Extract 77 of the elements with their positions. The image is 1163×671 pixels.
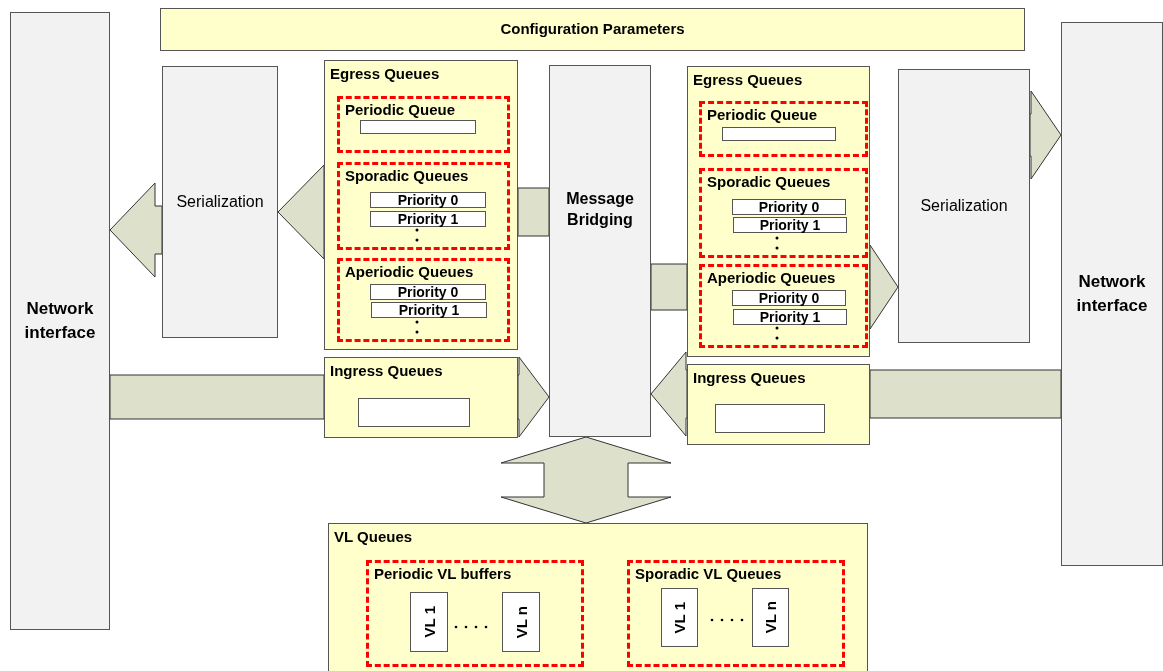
group-heading: Periodic VL buffers	[374, 564, 513, 584]
block-label: Network interface	[1075, 271, 1149, 317]
slot-label: Priority 1	[397, 212, 459, 226]
block-arrow	[517, 356, 550, 438]
block-arrow	[869, 369, 1062, 419]
serialization-block	[162, 66, 278, 338]
block-label: Network interface	[23, 298, 97, 344]
block-arrow	[1029, 90, 1062, 180]
panel-heading: Ingress Queues	[693, 368, 807, 388]
vl-label: VL 1	[672, 601, 687, 634]
group-heading: Aperiodic Queues	[707, 268, 837, 288]
slot-label: Priority 1	[759, 310, 821, 324]
block-label: Serialization	[176, 192, 264, 212]
block-label: Message Bridging	[565, 189, 635, 230]
slot-label: Priority 0	[758, 200, 820, 214]
panel-heading: Egress Queues	[693, 70, 804, 90]
slot-label: Priority 1	[759, 218, 821, 232]
queue-panel	[324, 60, 518, 350]
vl-buffer	[502, 592, 540, 652]
group-heading: Periodic Queue	[707, 105, 819, 125]
buffer-slot	[722, 127, 836, 141]
queue-group	[699, 264, 868, 348]
queue-panel	[324, 357, 518, 438]
queue-group	[337, 162, 510, 250]
slot-label: Priority 0	[758, 291, 820, 305]
group-heading: Sporadic VL Queues	[635, 564, 783, 584]
block-arrow	[650, 351, 688, 437]
queue-group	[366, 560, 584, 667]
panel-heading: VL Queues	[334, 527, 414, 547]
block-arrow	[109, 182, 163, 278]
vl-label: VL n	[513, 605, 529, 639]
buffer-slot	[733, 217, 847, 233]
buffer-slot	[733, 309, 847, 325]
queue-group	[699, 168, 868, 258]
vl-buffer	[752, 588, 789, 647]
bridging-block	[549, 65, 651, 437]
slot-label: Priority 1	[398, 303, 460, 317]
serialization-block	[898, 69, 1030, 343]
interface-block	[10, 12, 110, 630]
queue-panel	[687, 364, 870, 445]
buffer-slot	[370, 284, 486, 300]
panel-heading: Ingress Queues	[330, 361, 444, 381]
vl-label: VL 1	[421, 606, 437, 638]
queue-group	[337, 96, 510, 153]
block-arrow	[517, 187, 550, 237]
bar-title: Configuration Parameters	[500, 19, 685, 40]
buffer-slot	[370, 211, 486, 227]
vl-buffer	[661, 588, 698, 647]
group-heading: Sporadic Queues	[345, 166, 470, 186]
vl-label: VL n	[763, 601, 778, 634]
buffer-slot	[358, 398, 470, 427]
queue-panel	[687, 66, 870, 357]
queue-group	[337, 258, 510, 342]
buffer-slot	[371, 302, 487, 318]
vl-buffer	[410, 592, 448, 652]
group-heading: Periodic Queue	[345, 100, 457, 120]
buffer-slot	[715, 404, 825, 433]
block-arrow	[650, 263, 688, 311]
queue-group	[627, 560, 845, 667]
buffer-slot	[732, 199, 846, 215]
buffer-slot	[732, 290, 846, 306]
slot-label: Priority 0	[397, 193, 459, 207]
buffer-slot	[370, 192, 486, 208]
queue-panel	[328, 523, 868, 671]
parameters-bar	[160, 8, 1025, 51]
block-arrow	[500, 436, 672, 524]
panel-heading: Egress Queues	[330, 64, 441, 84]
block-arrow	[869, 244, 899, 330]
group-heading: Aperiodic Queues	[345, 262, 475, 282]
queue-group	[699, 101, 868, 157]
interface-block	[1061, 22, 1163, 566]
slot-label: Priority 0	[397, 285, 459, 299]
group-heading: Sporadic Queues	[707, 172, 832, 192]
buffer-slot	[360, 120, 476, 134]
block-arrow	[277, 164, 325, 260]
block-label: Serialization	[920, 196, 1008, 216]
block-arrow	[109, 374, 325, 420]
